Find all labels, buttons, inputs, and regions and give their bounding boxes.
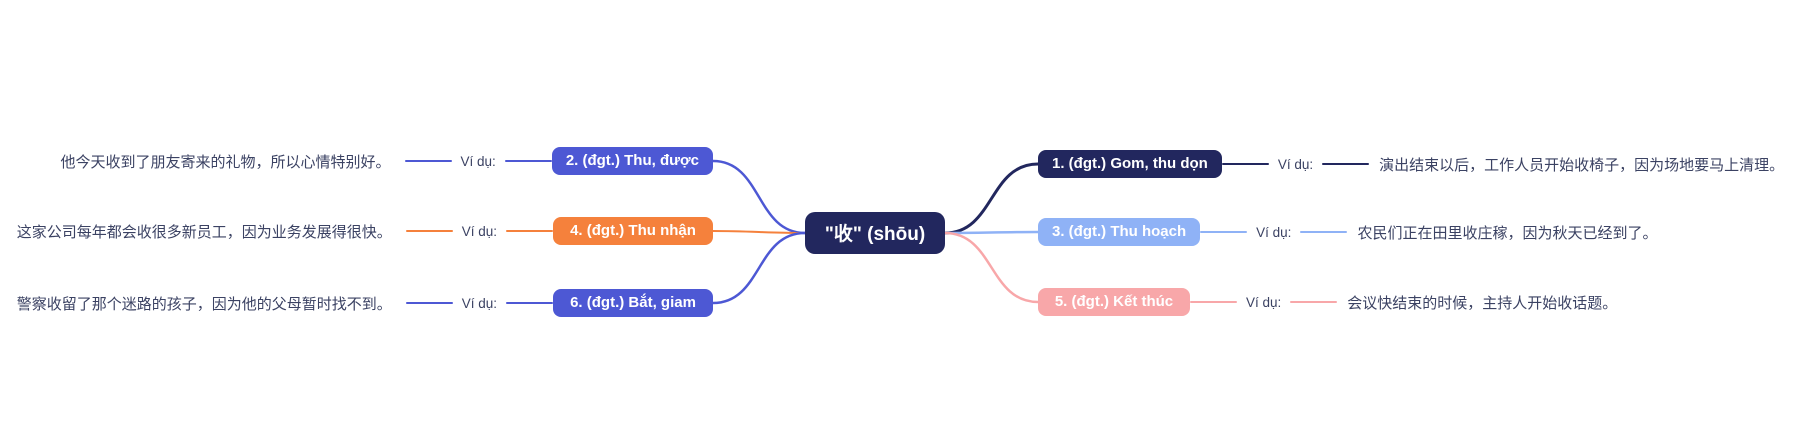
definition-node-3[interactable]: 3. (đgt.) Thu hoạch: [1038, 218, 1201, 246]
connector-segment: [405, 230, 453, 232]
definition-node-4[interactable]: 4. (đgt.) Thu nhận: [553, 217, 713, 245]
example-sentence[interactable]: 农民们正在田里收庄稼，因为秋天已经到了。: [1357, 224, 1658, 242]
branch-row-5: 5. (đgt.) Kết thúc Ví dụ: 会议快结束的时候，主持人开始…: [1038, 288, 1617, 316]
edge-right-branch-1: [944, 162, 1039, 235]
definition-node-5[interactable]: 5. (đgt.) Kết thúc: [1038, 288, 1190, 316]
connector-segment: [506, 302, 553, 304]
connector-segment: [1300, 231, 1348, 233]
connector-segment: [506, 230, 553, 232]
branch-row-6: 警察收留了那个迷路的孩子，因为他的父母暂时找不到。 Ví dụ: 6. (đgt…: [0, 289, 713, 317]
vi-du-label[interactable]: Ví dụ:: [460, 153, 496, 169]
definition-node-1[interactable]: 1. (đgt.) Gom, thu dọn: [1038, 150, 1222, 178]
example-sentence[interactable]: 这家公司每年都会收很多新员工，因为业务发展得很快。: [16, 223, 392, 241]
example-sentence[interactable]: 警察收留了那个迷路的孩子，因为他的父母暂时找不到。: [16, 295, 392, 313]
definition-node-2[interactable]: 2. (đgt.) Thu, được: [551, 147, 713, 175]
connector-segment: [404, 160, 452, 162]
example-sentence[interactable]: 会议快结束的时候，主持人开始收话题。: [1347, 294, 1618, 312]
vi-du-label[interactable]: Ví dụ:: [461, 223, 497, 239]
connector-segment: [504, 160, 552, 162]
vi-du-label[interactable]: Ví dụ:: [461, 295, 497, 311]
connector-segment: [1221, 163, 1269, 165]
vi-du-label[interactable]: Ví dụ:: [1246, 294, 1282, 310]
edge-left-branch-6: [712, 231, 806, 305]
example-sentence[interactable]: 演出结束以后，工作人员开始收椅子，因为场地要马上清理。: [1379, 156, 1785, 174]
vi-du-label[interactable]: Ví dụ:: [1277, 156, 1314, 172]
branch-row-1: 1. (đgt.) Gom, thu dọn Ví dụ: 演出结束以后，工作人…: [1038, 150, 1784, 178]
branch-row-4: 这家公司每年都会收很多新员工，因为业务发展得很快。 Ví dụ: 4. (đgt…: [0, 217, 713, 245]
edge-right-branch-5: [944, 231, 1039, 304]
center-word-node[interactable]: "收" (shōu): [805, 212, 945, 254]
connector-segment: [405, 302, 453, 304]
vi-du-label[interactable]: Ví dụ:: [1256, 224, 1292, 240]
connector-segment: [1290, 301, 1338, 303]
edge-left-branch-2: [712, 159, 806, 235]
connector-segment: [1200, 231, 1248, 233]
branch-row-2: 他今天收到了朋友寄来的礼物，所以心情特别好。 Ví dụ: 2. (đgt.) …: [0, 147, 713, 175]
connector-segment: [1322, 163, 1370, 165]
example-sentence[interactable]: 他今天收到了朋友寄来的礼物，所以心情特别好。: [60, 153, 391, 171]
definition-node-6[interactable]: 6. (đgt.) Bắt, giam: [553, 289, 713, 317]
branch-row-3: 3. (đgt.) Thu hoạch Ví dụ: 农民们正在田里收庄稼，因为…: [1038, 218, 1657, 246]
connector-segment: [1190, 301, 1237, 303]
edge-right-branch-3: [944, 230, 1039, 235]
edge-left-branch-4: [712, 230, 806, 234]
